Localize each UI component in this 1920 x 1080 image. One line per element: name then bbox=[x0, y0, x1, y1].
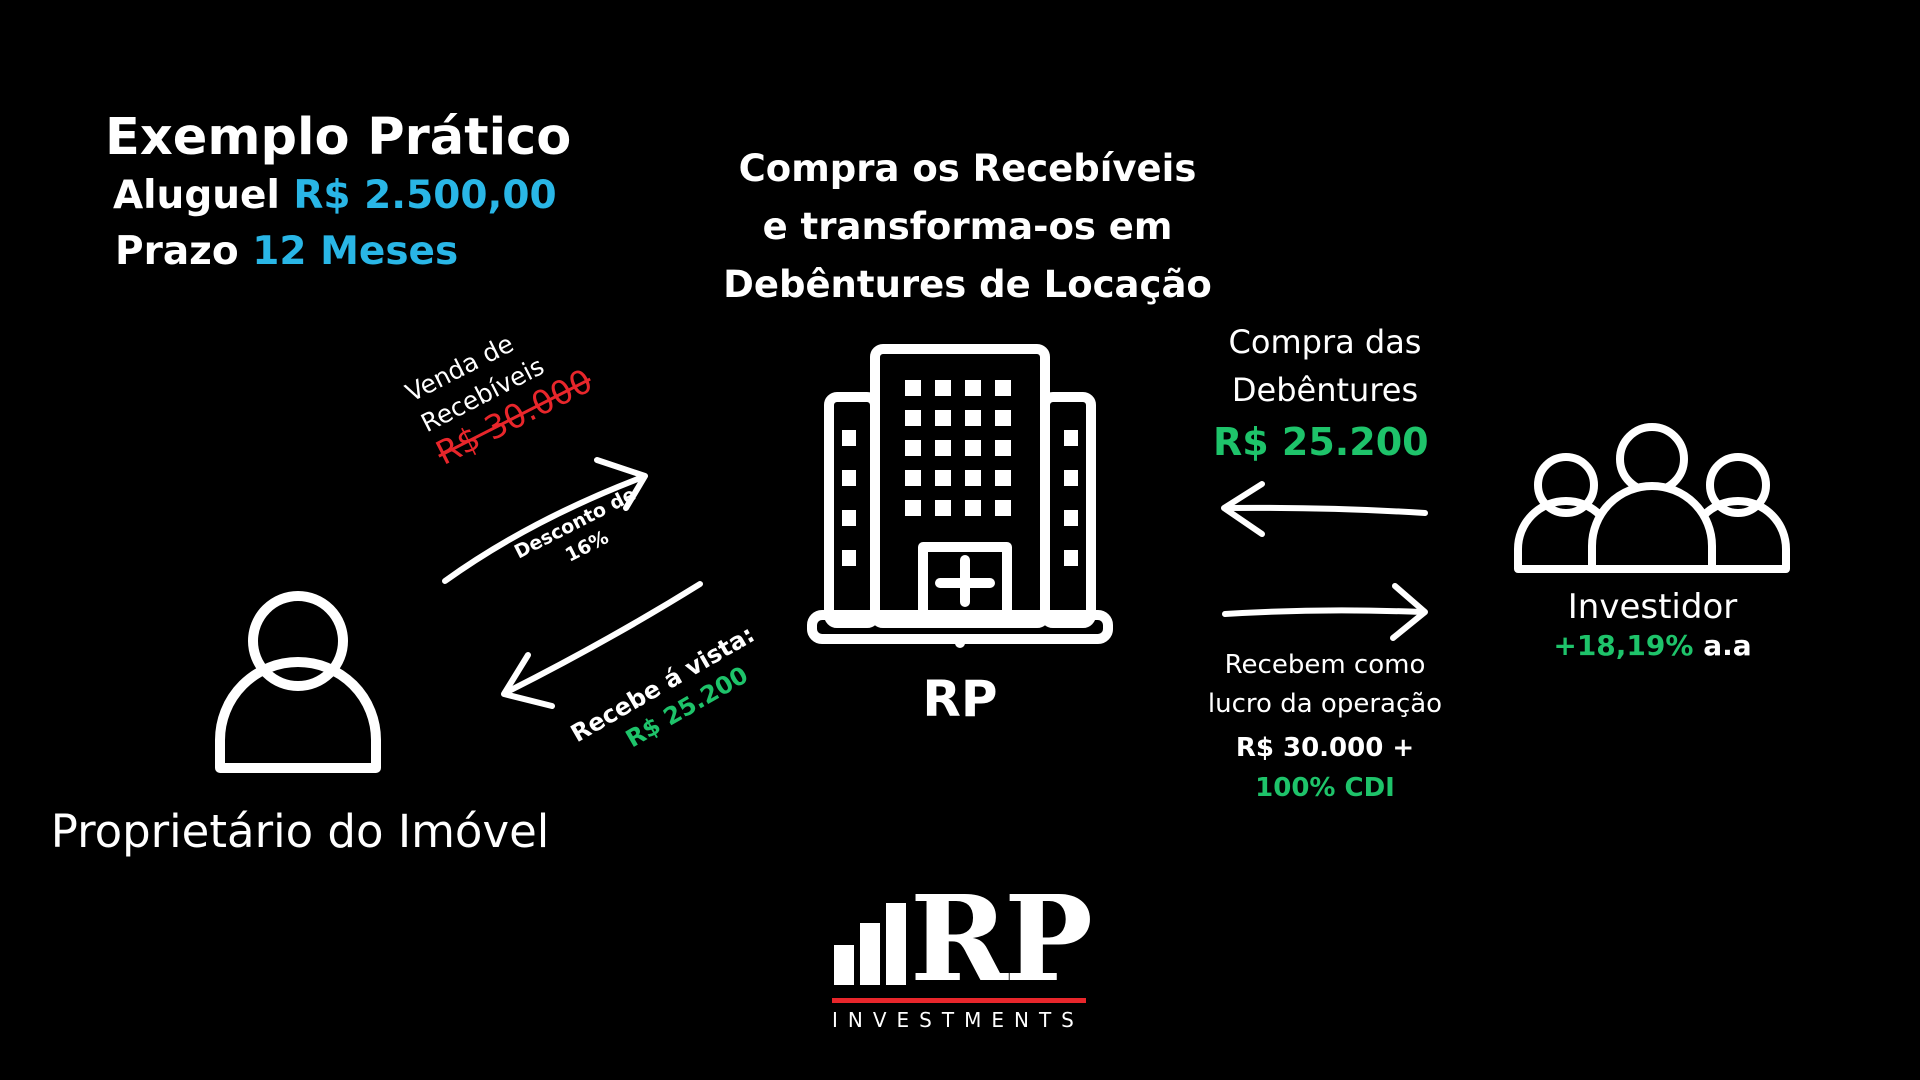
profit-label: Recebem como lucro da operação bbox=[1195, 646, 1455, 724]
term-value: 12 Meses bbox=[252, 229, 459, 274]
logo-letters: RP bbox=[910, 869, 1093, 1008]
example-title-block: Exemplo Prático Aluguel R$ 2.500,00 Praz… bbox=[105, 108, 571, 280]
profit-label-line2: lucro da operação bbox=[1207, 689, 1443, 719]
rent-value: R$ 2.500,00 bbox=[293, 173, 557, 218]
investor-rate: +18,19% a.a bbox=[1540, 629, 1765, 662]
purchase-label-line2: Debêntures bbox=[1231, 371, 1419, 409]
owner-label: Proprietário do Imóvel bbox=[50, 805, 550, 858]
page-title: Exemplo Prático bbox=[105, 108, 572, 167]
company-label: RP bbox=[922, 670, 998, 728]
bar-chart-logo-icon bbox=[834, 903, 906, 985]
arrow-icon bbox=[442, 457, 1428, 709]
rent-line: Aluguel R$ 2.500,00 bbox=[113, 168, 571, 224]
investor-rate-suffix: a.a bbox=[1703, 629, 1752, 662]
profit-label-line1: Recebem como bbox=[1224, 650, 1426, 680]
center-heading-line2: e transforma-os em bbox=[762, 205, 1173, 248]
rent-label: Aluguel bbox=[113, 173, 280, 218]
center-heading-line1: Compra os Recebíveis bbox=[738, 147, 1197, 190]
building-icon bbox=[807, 344, 1113, 644]
person-icon bbox=[215, 591, 381, 773]
investor-rate-value: +18,19% bbox=[1553, 629, 1694, 662]
profit-value-cdi: 100% CDI bbox=[1255, 773, 1395, 803]
group-icon bbox=[1514, 423, 1790, 573]
investor-label: Investidor bbox=[1567, 587, 1738, 627]
center-heading: Compra os Recebíveis e transforma-os em … bbox=[690, 140, 1245, 314]
profit-values: R$ 30.000 + 100% CDI bbox=[1195, 728, 1455, 808]
term-line: Prazo 12 Meses bbox=[115, 224, 571, 280]
purchase-label: Compra das Debêntures bbox=[1200, 318, 1450, 414]
logo-underline bbox=[832, 998, 1086, 1003]
logo-subtitle: INVESTMENTS bbox=[832, 1008, 1084, 1032]
profit-value-main: R$ 30.000 + bbox=[1235, 733, 1415, 763]
building-windows bbox=[842, 380, 1078, 648]
center-heading-line3: Debêntures de Locação bbox=[723, 263, 1212, 306]
term-label: Prazo bbox=[115, 229, 239, 274]
purchase-value: R$ 25.200 bbox=[1213, 420, 1429, 464]
purchase-label-line1: Compra das bbox=[1228, 323, 1422, 361]
